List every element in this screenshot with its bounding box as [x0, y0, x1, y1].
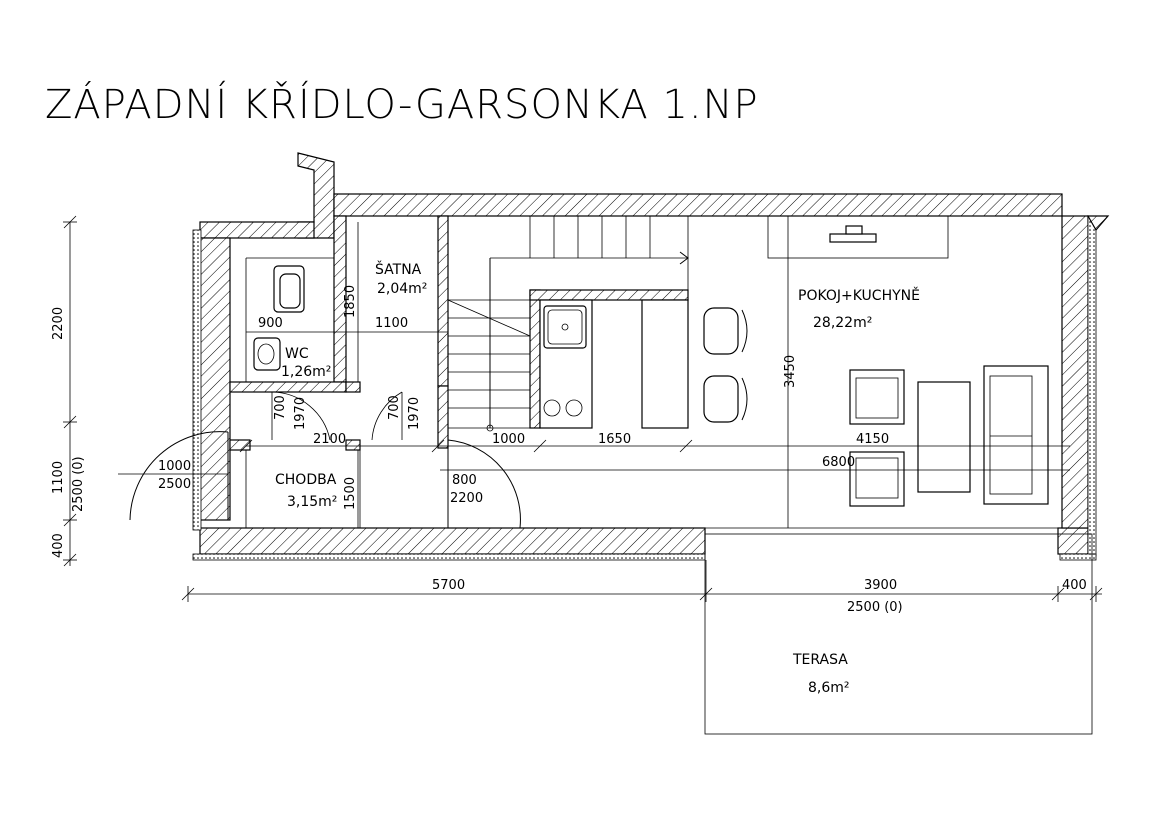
dim-2100: 2100	[313, 432, 346, 447]
dim-1000-stair: 1000	[492, 432, 525, 447]
dim-door-main-width: 1000	[158, 459, 191, 474]
dim-left-2500-0: 2500 (0)	[71, 456, 86, 512]
room-area-chodba: 3,15m²	[287, 494, 337, 510]
room-name-chodba: CHODBA	[275, 472, 337, 488]
dim-bottom-2500-0: 2500 (0)	[847, 600, 903, 615]
dim-left-1100: 1100	[51, 461, 66, 494]
dim-bottom-5700: 5700	[432, 578, 465, 593]
staircase	[447, 216, 689, 432]
dim-900: 900	[258, 316, 283, 331]
dimension-labels: 2200 1100 2500 (0) 400 900 1100 1850 700…	[51, 285, 1087, 615]
dim-4150: 4150	[856, 432, 889, 447]
dim-700-wc: 700	[273, 395, 288, 420]
interior-lines	[230, 215, 1093, 735]
dim-700-satna: 700	[387, 395, 402, 420]
room-area-satna: 2,04m²	[377, 281, 427, 297]
room-labels: ŠATNA 2,04m² WC 1,26m² CHODBA 3,15m² POK…	[275, 260, 920, 696]
walls	[192, 152, 1110, 561]
dim-1850: 1850	[343, 285, 358, 318]
room-name-terasa: TERASA	[792, 652, 848, 668]
dim-1650: 1650	[598, 432, 631, 447]
dim-door-main-height: 2500	[158, 477, 191, 492]
dim-1100: 1100	[375, 316, 408, 331]
room-name-satna: ŠATNA	[375, 260, 422, 278]
dim-1970-satna: 1970	[407, 397, 422, 430]
dim-1970-wc: 1970	[293, 397, 308, 430]
dim-left-2200: 2200	[51, 307, 66, 340]
room-area-pokoj: 28,22m²	[813, 315, 872, 331]
dimension-lines	[63, 215, 1103, 602]
room-name-wc: WC	[285, 346, 309, 362]
dim-bottom-400: 400	[1062, 578, 1087, 593]
dim-door-int-height: 2200	[450, 491, 483, 506]
dim-bottom-3900: 3900	[864, 578, 897, 593]
dim-3450: 3450	[783, 355, 798, 388]
plan-title: ZÁPADNÍ KŘÍDLO-GARSONKA 1.NP	[45, 80, 759, 128]
fixtures	[253, 225, 1049, 507]
dim-left-400: 400	[51, 533, 66, 558]
dim-1500: 1500	[343, 477, 358, 510]
room-area-wc: 1,26m²	[281, 364, 331, 380]
doors	[118, 391, 521, 529]
room-area-terasa: 8,6m²	[808, 680, 850, 696]
room-name-pokoj: POKOJ+KUCHYNĚ	[798, 287, 920, 304]
dim-6800: 6800	[822, 455, 855, 470]
dim-door-int-width: 800	[452, 473, 477, 488]
